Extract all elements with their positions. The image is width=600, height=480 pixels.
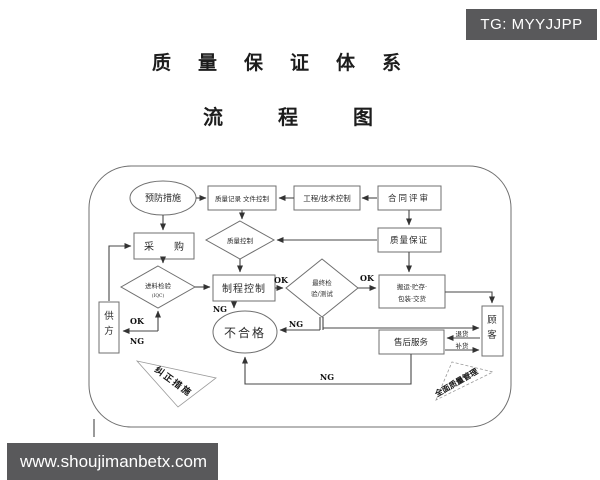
- node-handling-storage-label-line1: 搬运·贮存·: [397, 282, 427, 291]
- node-incoming-inspection-label: 进料检验: [145, 281, 172, 290]
- tg-watermark-badge: TG: MYYJJPP: [466, 9, 597, 40]
- banner-left-shape: [135, 360, 217, 408]
- node-purchasing-label: 采 购: [144, 240, 184, 253]
- node-preventive-measures-label: 预防措施: [145, 192, 181, 204]
- label-ok-supplier: OK: [130, 316, 145, 326]
- label-ng-aftersales: NG: [320, 372, 334, 382]
- label-ng-process: NG: [213, 304, 227, 314]
- flowchart-border: [88, 165, 512, 428]
- edge-handling-to-customer: [445, 291, 495, 304]
- node-handling-storage-label-line2: 包装·交货: [398, 294, 427, 303]
- node-contract-review-label: 合同评审: [388, 193, 430, 204]
- label-replacement: 补货: [456, 341, 470, 350]
- node-record-doc-control-label: 质量记录 文件控制: [215, 194, 270, 203]
- node-engineering-control-label: 工程/技术控制: [303, 193, 351, 203]
- node-customer-label: 顾客: [487, 315, 497, 341]
- node-nonconforming-label: 不合格: [224, 325, 266, 340]
- label-ng-final: NG: [289, 319, 303, 329]
- node-final-inspection-label-line1: 最终检: [312, 278, 332, 287]
- node-after-sales-label: 售后服务: [394, 337, 429, 348]
- page-title: 质量保证体系: [152, 53, 429, 74]
- node-final-inspection-label-line2: 验/测试: [311, 289, 333, 298]
- page-subtitle: 流程图: [203, 107, 428, 129]
- node-nonconforming: [212, 310, 278, 354]
- label-ok-final-handling: OK: [360, 273, 375, 283]
- banner-right-shape: [435, 361, 495, 401]
- label-ok-process-final: OK: [274, 275, 289, 285]
- node-quality-control-label: 质量控制: [227, 236, 254, 245]
- footer-url-watermark: www.shoujimanbetx.com: [7, 443, 218, 480]
- node-quality-assurance-label: 质量保证: [390, 235, 428, 246]
- node-customer: [481, 305, 504, 357]
- edge-supplier-to-purchasing: [108, 243, 132, 301]
- label-return-goods: 退货: [456, 329, 470, 338]
- edge-aftersales-to-nonconforming-ng: [242, 354, 412, 385]
- node-process-control-label: 制程控制: [222, 282, 266, 295]
- node-supplier: [98, 301, 120, 354]
- node-incoming-inspection: [119, 265, 197, 309]
- node-incoming-inspection-note: (IQC): [152, 292, 165, 299]
- node-supplier-label: 供方: [104, 310, 114, 337]
- node-handling-storage: [378, 274, 446, 309]
- node-final-inspection: [285, 258, 359, 318]
- label-ng-supplier: NG: [130, 336, 144, 346]
- banner-tqm-label: 全面质量管理: [432, 366, 479, 399]
